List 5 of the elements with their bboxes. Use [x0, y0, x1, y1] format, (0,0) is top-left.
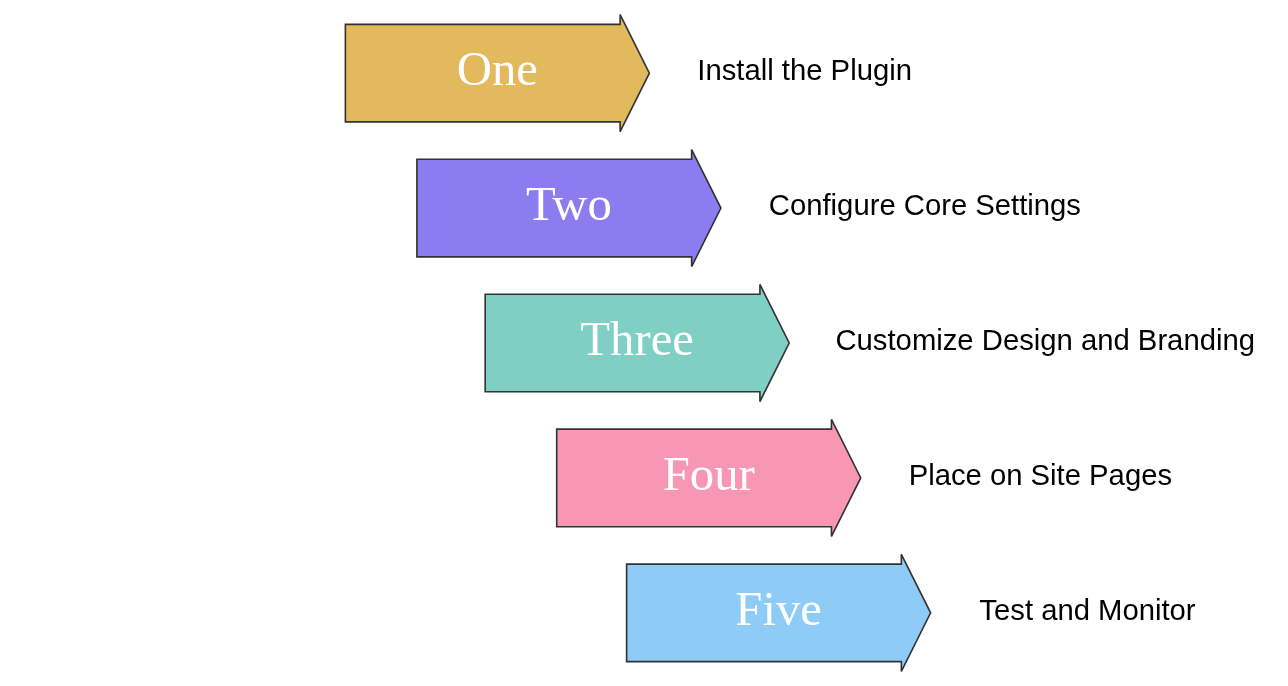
node-label: Test and Monitor — [978, 594, 1196, 627]
node-label: Place on Site Pages — [908, 459, 1172, 492]
node-label: Configure Core Settings — [768, 189, 1081, 222]
node-label: Customize Design and Branding — [834, 324, 1255, 357]
node-label: Install the Plugin — [696, 54, 912, 87]
